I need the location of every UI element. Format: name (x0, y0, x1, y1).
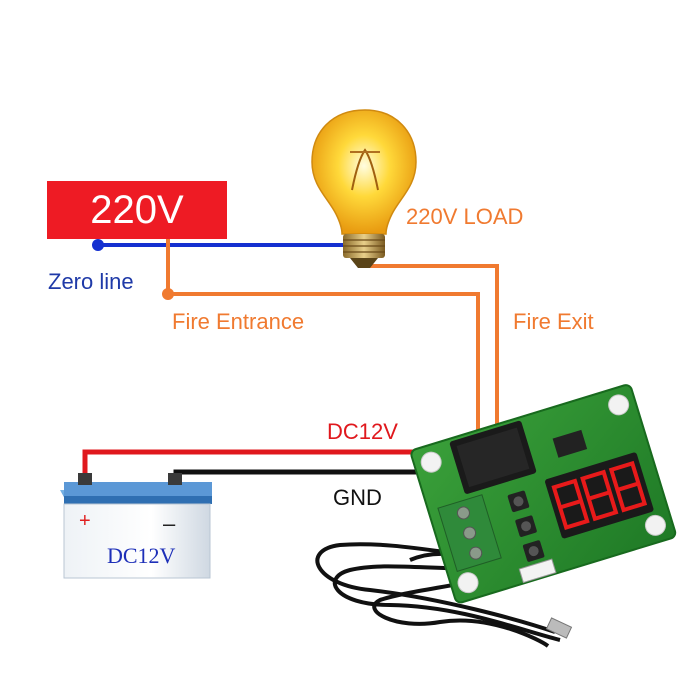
gnd-wire-label: GND (333, 485, 382, 510)
battery-icon (60, 473, 212, 579)
supply-voltage-label: 220V (90, 187, 184, 232)
zero-line-label: Zero line (48, 269, 134, 294)
fire-exit-label: Fire Exit (513, 309, 594, 334)
supply-220v-box: 220V (47, 181, 227, 239)
fire-entrance-wire (162, 237, 480, 440)
fire-entrance-label: Fire Entrance (172, 309, 305, 334)
battery-plus-label: + (79, 510, 91, 532)
battery-label: DC12V (107, 543, 176, 568)
zero-wire (92, 239, 345, 251)
light-bulb-icon (311, 109, 417, 268)
load-label: 220V LOAD (406, 204, 524, 229)
battery-minus-label: – (163, 511, 176, 536)
thermostat-board-icon (410, 384, 677, 604)
fire-exit-wire (360, 264, 499, 440)
dc12v-wire-label: DC12V (327, 419, 398, 444)
